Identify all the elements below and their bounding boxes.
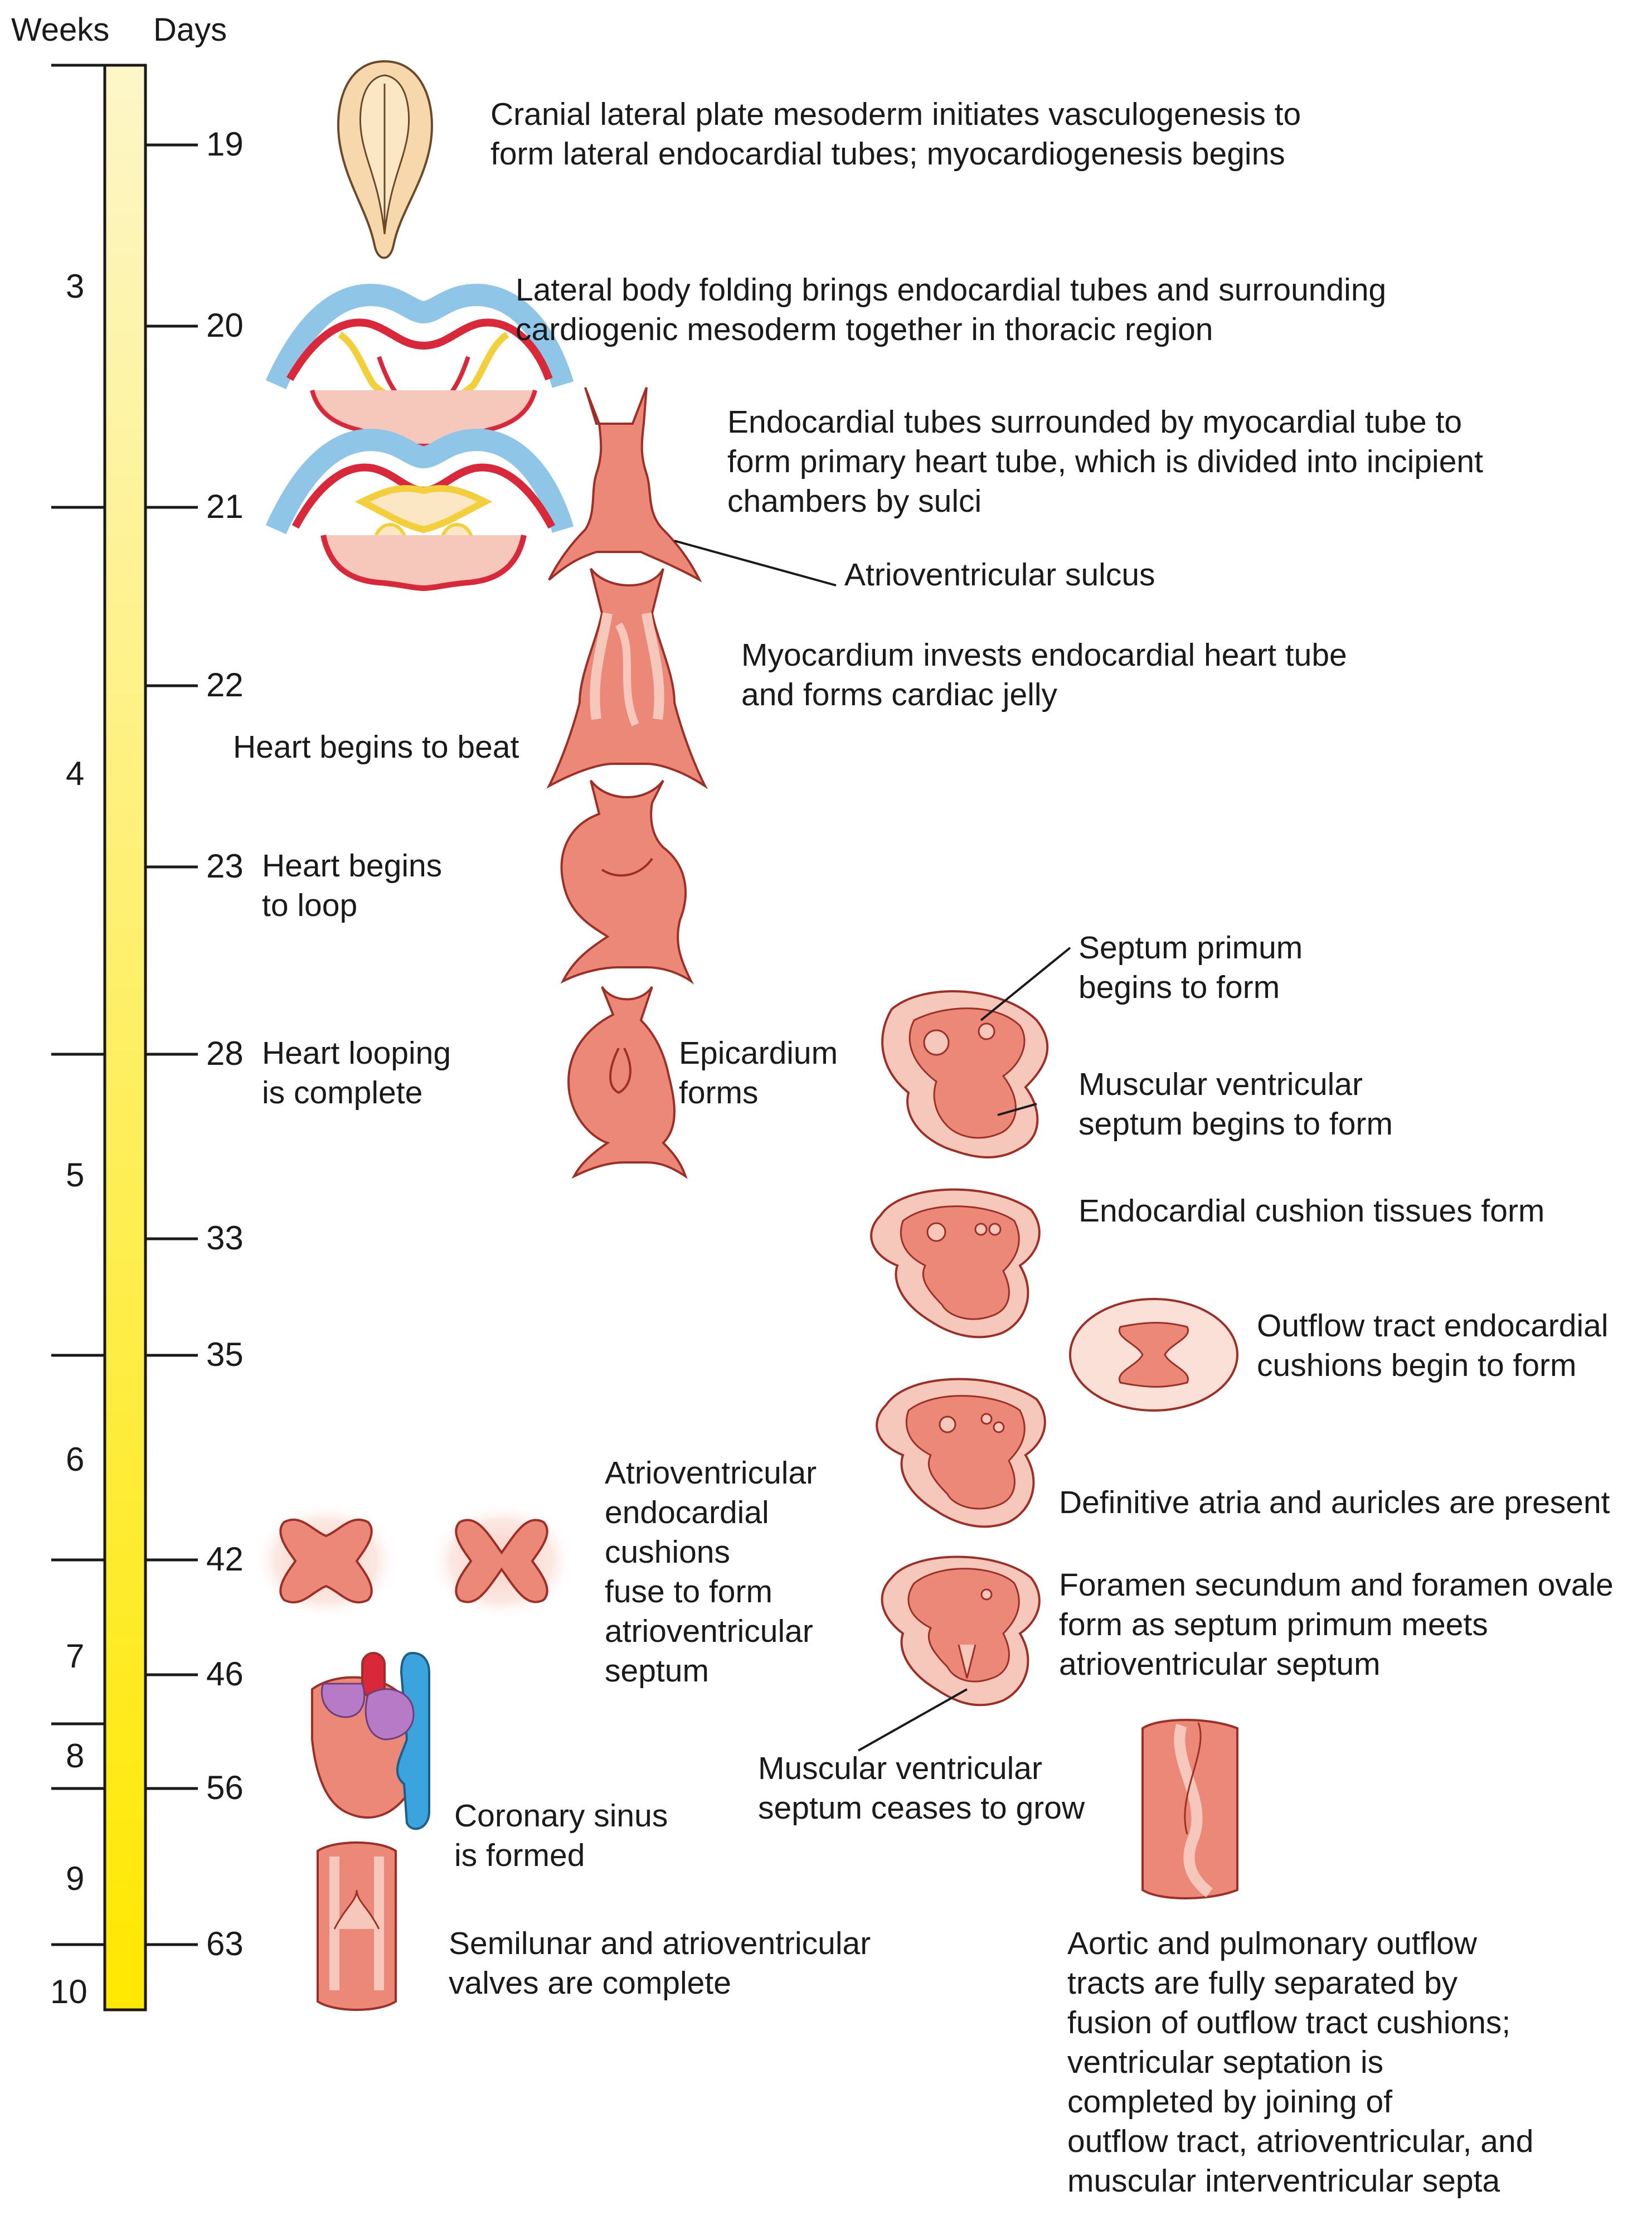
week-label: 3 xyxy=(66,268,85,305)
label-septum-ceases: Muscular ventricular septum ceases to gr… xyxy=(758,1751,1085,1826)
label-definitive-atria: Definitive atria and auricles are presen… xyxy=(1059,1485,1610,1520)
label-foramen: Foramen secundum and foramen ovale form … xyxy=(1059,1567,1614,1682)
embryo-neural-plate-illustration xyxy=(337,60,433,259)
myocardium-heart-tube-illustration xyxy=(546,568,708,789)
label-looping-complete: Heart looping is complete xyxy=(262,1035,451,1111)
timeline-bar xyxy=(103,64,147,2011)
day-label: 28 xyxy=(206,1035,244,1072)
week-label: 6 xyxy=(66,1441,85,1478)
week-label: 8 xyxy=(66,1737,85,1775)
label-valves: Semilunar and atrioventricular valves ar… xyxy=(449,1926,871,2001)
label-coronary-sinus: Coronary sinus is formed xyxy=(454,1798,668,1873)
lateral-folding-section-2 xyxy=(265,429,574,592)
av-cushions-fusion-illustration xyxy=(254,1502,574,1620)
looped-heart-illustration xyxy=(567,986,688,1179)
looping-heart-illustration xyxy=(560,779,694,985)
days-header: Days xyxy=(153,12,227,48)
label-day20: Lateral body folding brings endocardial … xyxy=(516,272,1387,347)
label-day21: Endocardial tubes surrounded by myocardi… xyxy=(727,404,1483,519)
outflow-tract-separation-illustration xyxy=(1141,1719,1238,1899)
label-av-sulcus: Atrioventricular sulcus xyxy=(844,557,1155,593)
label-day19: Cranial lateral plate mesoderm initiates… xyxy=(490,96,1301,172)
day-label: 56 xyxy=(206,1769,244,1806)
day-label: 63 xyxy=(206,1925,244,1962)
day-label: 46 xyxy=(206,1655,244,1693)
week-label: 4 xyxy=(66,755,85,792)
label-septum-primum: Septum primum begins to form xyxy=(1078,930,1303,1005)
primary-heart-tube-illustration xyxy=(548,387,837,586)
day-label: 21 xyxy=(206,488,244,525)
day-label: 22 xyxy=(206,666,244,704)
label-endocardial-cushion: Endocardial cushion tissues form xyxy=(1078,1193,1545,1229)
outflow-tract-cushion-section xyxy=(1069,1298,1238,1412)
day-label: 33 xyxy=(206,1219,244,1257)
definitive-atria-section xyxy=(876,1378,1046,1528)
foramen-ovale-section xyxy=(858,1555,1041,1752)
label-muscular-septum: Muscular ventricular septum begins to fo… xyxy=(1078,1067,1393,1142)
label-outflow-separated: Aortic and pulmonary outflow tracts are … xyxy=(1067,1926,1534,2199)
day-label: 20 xyxy=(206,307,244,344)
week-label: 10 xyxy=(50,1973,88,2010)
septum-primum-leader-line xyxy=(980,947,1071,1021)
av-sulcus-leader-line xyxy=(674,540,837,586)
label-outflow-cushions: Outflow tract endocardial cushions begin… xyxy=(1257,1308,1609,1383)
day-label: 42 xyxy=(206,1540,244,1578)
septum-primum-section xyxy=(881,947,1071,1159)
coronary-sinus-heart-illustration xyxy=(311,1651,430,1830)
weeks-header: Weeks xyxy=(11,12,110,48)
septum-ceases-leader-line xyxy=(858,1688,968,1752)
day-label: 35 xyxy=(206,1336,244,1373)
week-label: 5 xyxy=(66,1156,85,1194)
timeline xyxy=(51,64,198,2011)
muscular-septum-leader-line xyxy=(997,1103,1037,1116)
day-label: 19 xyxy=(206,125,244,163)
label-heart-loop: Heart begins to loop xyxy=(262,848,443,923)
label-epicardium: Epicardium forms xyxy=(679,1035,838,1111)
day-label: 23 xyxy=(206,847,244,885)
label-myocardium: Myocardium invests endocardial heart tub… xyxy=(741,637,1347,712)
valves-illustration xyxy=(317,1841,397,2011)
label-av-cushions: Atrioventricular endocardial cushions fu… xyxy=(605,1455,817,1689)
endocardial-cushion-section xyxy=(870,1188,1041,1339)
week-label: 7 xyxy=(66,1637,85,1675)
week-label: 9 xyxy=(66,1860,85,1897)
label-heart-beat: Heart begins to beat xyxy=(233,729,519,765)
